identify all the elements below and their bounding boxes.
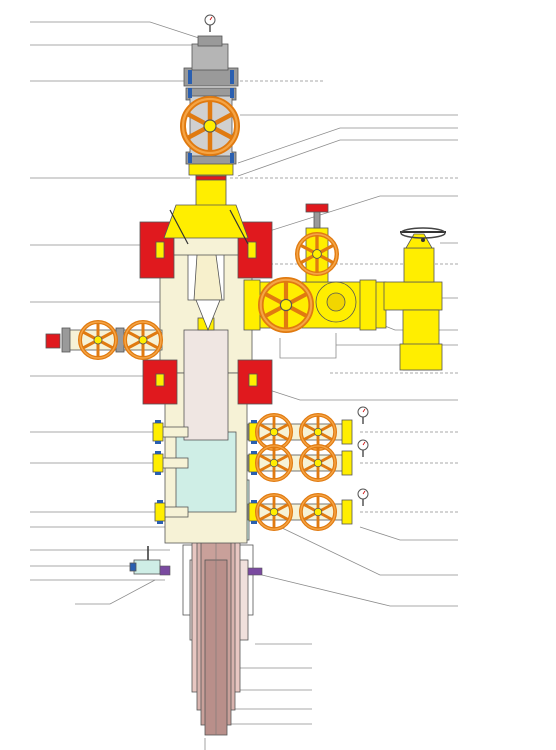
annulus-end-row-1: [341, 419, 353, 445]
adapter-red-seal: [195, 175, 227, 181]
side-flange: [152, 450, 164, 476]
left-valve-flange: [61, 327, 71, 353]
needle-valve-icon: [129, 546, 161, 575]
choke-bonnet: [403, 247, 435, 283]
lower-flange-slot-right: [248, 373, 258, 387]
tree-cap-nut: [197, 35, 223, 47]
wing-flange-1: [243, 279, 261, 331]
wing-flange-2: [359, 279, 377, 331]
needle-valve-cap: [305, 203, 329, 213]
lockdown-stud-left: [159, 565, 171, 576]
leader-left-15: [75, 579, 156, 605]
hanger-bore: [195, 299, 221, 332]
bolt: [188, 153, 192, 163]
choke-valve-icon: [421, 238, 425, 242]
leader-right-6: [221, 195, 458, 247]
left-valve-cap: [45, 333, 61, 349]
flange-bolts: [188, 70, 234, 163]
left-side-outlet-row-1: [161, 426, 189, 438]
pressure-gauge-icon: [357, 439, 369, 458]
casing-hanger-upper: [183, 329, 229, 441]
lower-flange-slot-left: [155, 373, 165, 387]
choke-outlet-flange: [399, 343, 443, 371]
leader-right-14: [259, 386, 458, 401]
pressure-gauge-icon: [204, 14, 216, 33]
tree-cap: [191, 43, 229, 71]
upper-flange-slot-right: [247, 241, 257, 259]
side-flange: [152, 419, 164, 445]
annulus-end-row-2: [341, 450, 353, 476]
left-side-outlet-row-3: [161, 506, 189, 518]
bolt: [230, 88, 234, 98]
bolt: [230, 153, 234, 163]
control-line-left: [169, 209, 189, 245]
adapter-flange-taper: [163, 204, 249, 239]
choke-body: [383, 281, 443, 311]
lower-hanger-body: [175, 431, 237, 513]
leader-right-18: [359, 526, 458, 541]
pressure-gauge-icon: [357, 406, 369, 425]
bolt: [188, 88, 192, 98]
bolt: [230, 70, 234, 84]
annulus-valves: [161, 419, 353, 525]
left-side-outlet-row-2: [161, 457, 189, 469]
annulus-end-row-3: [341, 499, 353, 525]
leader-right-3: [237, 127, 458, 164]
bleed-valve-body: [133, 559, 161, 575]
leader-right-20: [261, 574, 458, 607]
bolt: [188, 70, 192, 84]
control-line-right: [229, 209, 249, 245]
bleed-valve-tip: [129, 562, 137, 572]
lockdown-stud: [247, 567, 263, 576]
choke-cap: [405, 233, 433, 249]
upper-flange-slot-left: [155, 241, 165, 259]
wing-blind-flange-hub: [326, 292, 346, 312]
side-flange: [154, 499, 166, 525]
leader-right-19: [279, 526, 458, 576]
leader-right-4: [237, 139, 458, 177]
needle-valve-icon: [297, 203, 337, 283]
pressure-gauge-icon: [357, 488, 369, 507]
gate-valve-icon: [297, 234, 337, 274]
top-cap-flange: [183, 67, 239, 87]
needle-valve-stem: [313, 209, 321, 229]
adapter-top-collar: [188, 162, 234, 176]
callout-leader-lines: [30, 21, 458, 750]
leader-right-11: [279, 333, 337, 359]
leader-left-1: [30, 21, 206, 41]
